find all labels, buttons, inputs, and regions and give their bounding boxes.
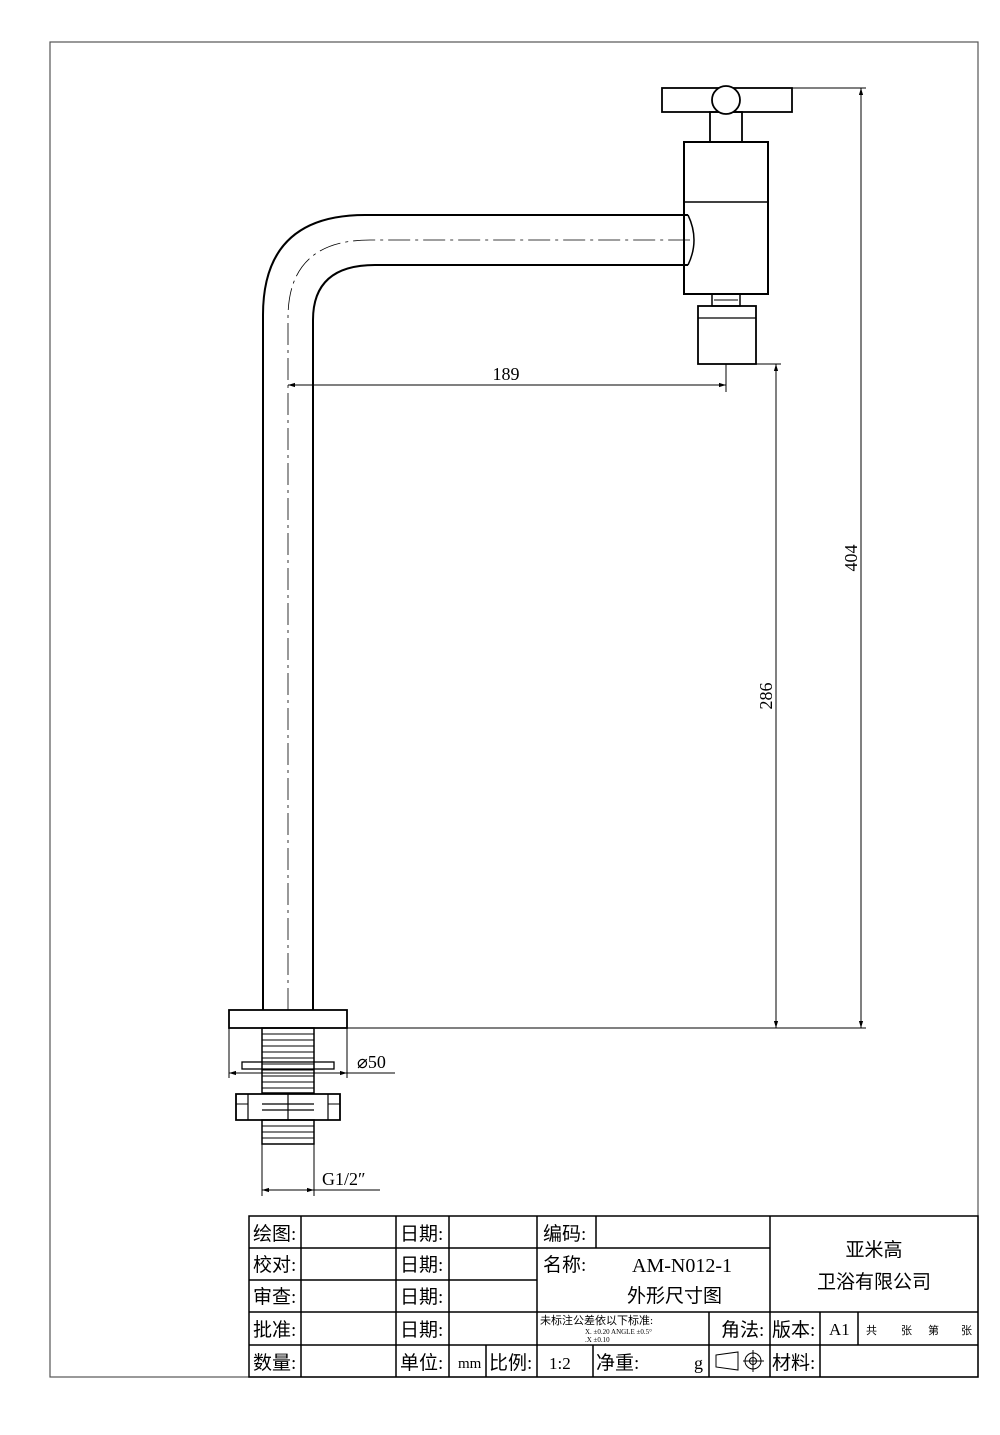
label-review: 审查: — [253, 1286, 296, 1308]
tolerance-title: 未标注公差依以下标准: — [540, 1313, 653, 1327]
valve-stem — [709, 111, 743, 143]
spout-centerline — [287, 239, 690, 1010]
version-value: A1 — [829, 1320, 850, 1339]
label-date-1: 日期: — [400, 1223, 443, 1245]
label-date-3: 日期: — [400, 1286, 443, 1308]
sheet-no-label: 第 — [928, 1323, 939, 1337]
unit-value: mm — [458, 1356, 482, 1372]
dim-thread: G1/2″ — [322, 1169, 366, 1189]
model-number: AM-N012-1 — [632, 1255, 732, 1277]
label-code: 编码: — [543, 1223, 586, 1245]
label-approve: 批准: — [253, 1319, 296, 1341]
valve-body — [683, 141, 769, 295]
company-name-line-1: 亚米高 — [845, 1239, 902, 1261]
dim-flange-diameter: ⌀50 — [357, 1052, 386, 1072]
dimension-lines — [228, 87, 866, 1196]
drawing-frame — [49, 41, 979, 1378]
label-unit: 单位: — [400, 1352, 443, 1374]
faucet-drawing — [228, 85, 793, 1145]
base-flange — [228, 1009, 348, 1029]
label-date-4: 日期: — [400, 1319, 443, 1341]
label-net-weight: 净重: — [596, 1352, 639, 1374]
dim-spout-height: 286 — [756, 683, 776, 710]
threaded-shank — [261, 1027, 315, 1094]
label-material: 材料: — [772, 1352, 815, 1374]
ratio-value: 1:2 — [549, 1354, 571, 1373]
lock-nut — [235, 1093, 341, 1121]
handle-hub — [711, 85, 741, 115]
dim-total-height: 404 — [841, 545, 861, 572]
drawing-name: 外形尺寸图 — [627, 1285, 722, 1307]
projection-symbol-icon — [715, 1350, 764, 1372]
sheet-no-unit: 张 — [961, 1324, 972, 1337]
spout-inner-contour — [312, 264, 688, 1010]
label-name: 名称: — [543, 1254, 586, 1276]
title-block-grid — [248, 1215, 979, 1378]
label-check: 校对: — [253, 1254, 296, 1276]
label-quantity: 数量: — [253, 1352, 296, 1374]
washer — [241, 1061, 335, 1070]
thread-lines — [262, 1033, 314, 1089]
aerator — [697, 305, 757, 365]
dim-reach: 189 — [493, 364, 520, 384]
weight-unit: g — [694, 1353, 703, 1373]
pipe-end-arc — [687, 214, 695, 266]
label-date-2: 日期: — [400, 1254, 443, 1276]
company-name-line-2: 卫浴有限公司 — [817, 1271, 931, 1293]
tolerance-line-2: .X ±0.10 — [585, 1336, 610, 1344]
tolerance-line-1: X. ±0.20 ANGLE ±0.5° — [585, 1328, 652, 1336]
sheets-total-label: 共 — [866, 1324, 877, 1337]
label-draw: 绘图: — [253, 1223, 296, 1245]
label-ratio: 比例: — [489, 1352, 532, 1374]
label-version: 版本: — [772, 1319, 815, 1341]
sheets-total-unit: 张 — [901, 1324, 912, 1337]
spout-outer-contour — [262, 214, 688, 1010]
label-projection: 角法: — [721, 1319, 764, 1341]
